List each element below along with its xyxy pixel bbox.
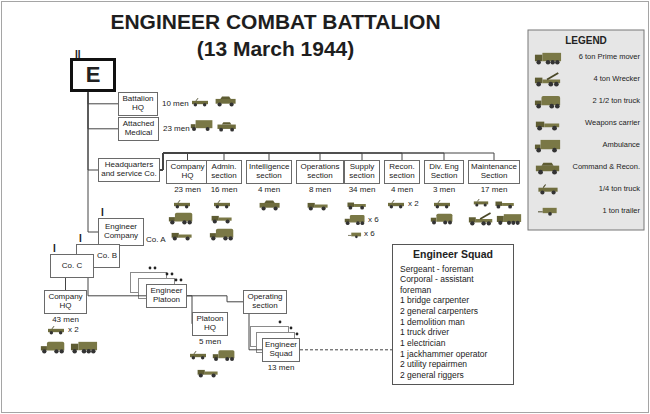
legend-label: 2 1/2 ton truck <box>566 97 640 105</box>
org-connector <box>88 92 118 104</box>
unit-label: Operations section <box>299 163 341 181</box>
diagram-title: ENGINEER COMBAT BATTALION (13 March 1944… <box>108 8 443 62</box>
unit-label: 1 bridge carpenter <box>400 295 506 306</box>
unit-label: 1 demolition man <box>400 317 506 328</box>
unit-label: Headquarters and service Co. <box>101 161 157 179</box>
legend-label: 6 ton Prime mover <box>566 53 640 61</box>
unit-label: Operating section <box>246 293 284 311</box>
unit-note: 8 men <box>309 186 331 195</box>
unit-box: IIE <box>70 58 116 92</box>
org-connector <box>65 278 66 290</box>
unit-label: Attached Medical <box>121 120 156 138</box>
unit-box: Operating section <box>243 290 287 314</box>
unit-box: Supply section34 men <box>344 160 380 184</box>
unit-note: II <box>75 49 81 60</box>
unit-label: Engineer Company <box>101 223 141 241</box>
unit-box: Headquarters and service Co. <box>98 158 160 182</box>
roster-box: Engineer SquadSergeant - foremanCorporal… <box>392 244 514 385</box>
legend-label: 4 ton Wrecker <box>566 75 640 83</box>
unit-box: Engineer Platoon <box>146 284 187 308</box>
org-connector <box>88 92 118 129</box>
unit-box: Operations section8 men <box>296 160 344 184</box>
unit-label: 2 general riggers <box>400 370 506 381</box>
unit-label: Intelligence section <box>249 163 289 181</box>
unit-box: Maintenance Section17 men <box>468 160 520 184</box>
count-label: x 6 <box>368 215 379 224</box>
unit-box: Platoon HQ5 men <box>192 312 228 336</box>
unit-note: 23 men <box>174 186 201 195</box>
unit-note: 43 men <box>52 316 79 325</box>
unit-note: 16 men <box>211 186 238 195</box>
legend-label: 1 ton trailer <box>566 207 640 215</box>
legend-label: Weapons carrier <box>566 119 640 127</box>
unit-label: Co. C <box>53 262 91 271</box>
org-connector <box>88 92 98 170</box>
org-connector <box>88 278 146 296</box>
org-connector <box>249 314 262 350</box>
unit-label: Sergeant - foreman <box>400 264 506 275</box>
unit-label: 2 utility repairmen <box>400 359 506 370</box>
unit-box: IEngineer CompanyCo. A <box>98 218 144 246</box>
unit-note: 23 men <box>163 124 190 133</box>
unit-label: Div. Eng Section <box>427 163 461 181</box>
unit-dots <box>149 267 299 336</box>
unit-box: Div. Eng Section3 men <box>424 160 464 184</box>
unit-note: 4 men <box>391 186 413 195</box>
unit-note: I <box>79 233 82 244</box>
unit-note: I <box>101 207 104 218</box>
unit-label: Company HQ <box>47 293 84 311</box>
legend-label: 1/4 ton truck <box>566 185 640 193</box>
unit-box: Company HQ23 men <box>166 160 209 184</box>
unit-box: Recon. section4 men <box>384 160 420 184</box>
unit-box: Battalion HQ10 men <box>118 92 158 116</box>
unit-label: Corporal - assistant foreman <box>400 274 506 295</box>
unit-label: E <box>75 63 111 87</box>
unit-label: Admin. section <box>209 163 239 181</box>
org-connector <box>88 92 98 232</box>
unit-note: 17 men <box>481 186 508 195</box>
unit-label: Engineer Platoon <box>149 287 184 305</box>
unit-box: Admin. section16 men <box>206 160 242 184</box>
unit-label: 1 truck driver <box>400 327 506 338</box>
legend-title: LEGEND <box>528 35 644 46</box>
unit-box: Intelligence section4 men <box>246 160 292 184</box>
legend-panel <box>528 30 644 230</box>
unit-label: Recon. section <box>387 163 417 181</box>
count-label: x 6 <box>364 229 375 238</box>
unit-note: 4 men <box>258 186 280 195</box>
unit-note: 34 men <box>349 186 376 195</box>
unit-label: Platoon HQ <box>195 315 225 333</box>
unit-note: 10 men <box>162 99 189 108</box>
unit-note: 3 men <box>433 186 455 195</box>
unit-box: Engineer Squad13 men <box>262 338 300 362</box>
unit-label: Company HQ <box>169 163 206 181</box>
unit-note: 5 men <box>199 338 221 347</box>
unit-label: Supply section <box>347 163 377 181</box>
unit-label: Engineer Squad <box>400 249 506 261</box>
unit-label: 1 electrician <box>400 338 506 349</box>
unit-note: I <box>53 243 56 254</box>
unit-note: Co. A <box>146 236 166 245</box>
count-label: x 2 <box>408 199 419 208</box>
unit-note: 13 men <box>268 364 295 373</box>
unit-label: Battalion HQ <box>121 95 155 113</box>
unit-label: 2 general carpenters <box>400 306 506 317</box>
org-connector <box>300 349 392 350</box>
org-connector <box>187 296 243 302</box>
legend-label: Command & Recon. <box>566 163 640 171</box>
unit-box: Company HQ43 men <box>44 290 87 314</box>
vehicle-icons <box>41 97 521 378</box>
unit-label: Engineer Squad <box>265 341 297 359</box>
unit-label: Maintenance Section <box>471 163 517 181</box>
legend-label: Ambulance <box>566 141 640 149</box>
unit-box: ICo. C <box>50 254 94 278</box>
unit-box: Attached Medical23 men <box>118 117 159 141</box>
count-label: x 2 <box>68 325 79 334</box>
unit-label: 1 jackhammer operator <box>400 349 506 360</box>
legend-icons <box>535 53 561 216</box>
